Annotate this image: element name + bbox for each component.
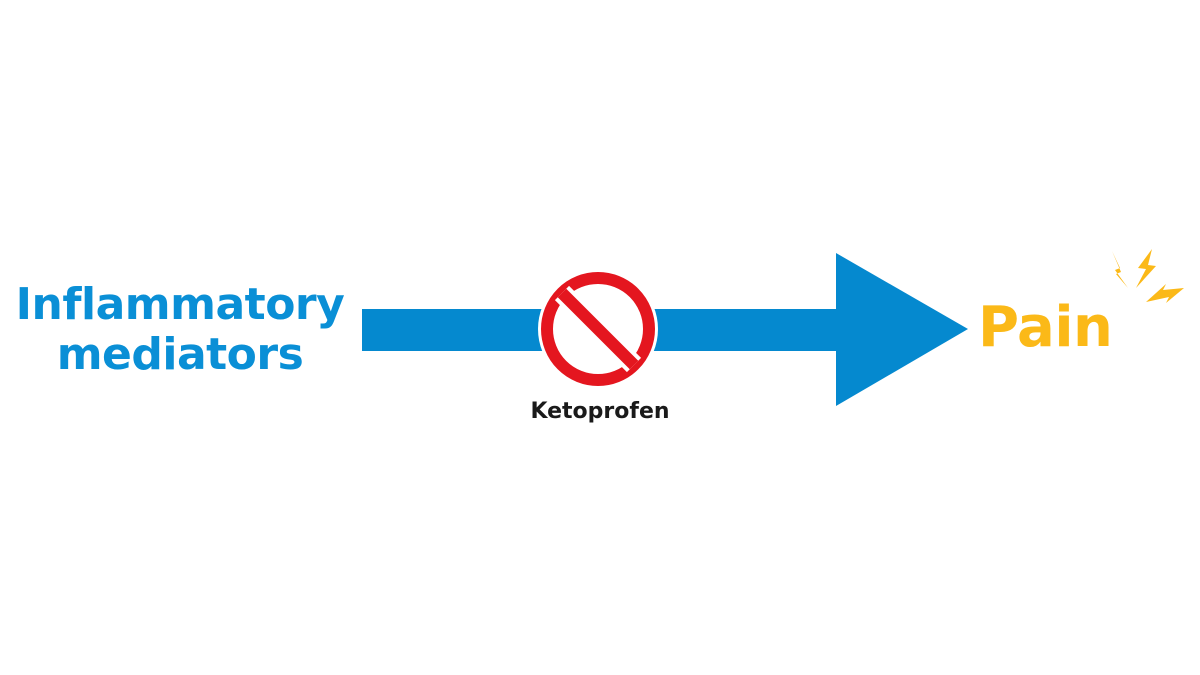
target-label: Pain	[978, 295, 1113, 360]
prohibition-slash	[557, 288, 639, 370]
lightning-bolt-right	[1146, 284, 1184, 303]
source-label-line-2: mediators	[56, 329, 304, 380]
prohibition-icon	[538, 269, 658, 389]
pathway-arrow	[362, 253, 968, 406]
lightning-bolt-top	[1136, 249, 1156, 288]
lightning-icon	[1112, 249, 1184, 303]
arrow-head	[836, 253, 968, 406]
inhibitor-label: Ketoprofen	[530, 399, 670, 424]
source-label: Inflammatory mediators	[0, 280, 360, 380]
source-label-line-1: Inflammatory	[15, 279, 345, 330]
lightning-bolt-left	[1112, 251, 1128, 288]
prohibition-ring	[541, 272, 655, 386]
